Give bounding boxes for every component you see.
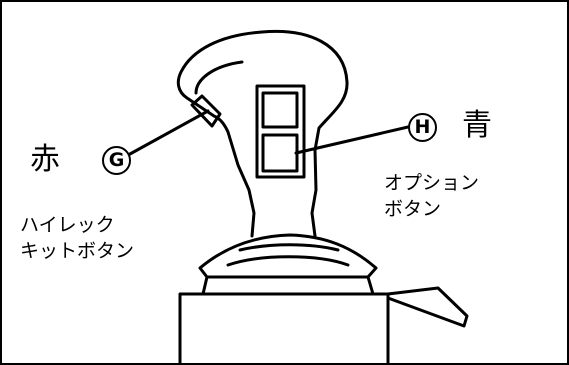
option-button-label: オプション ボタン xyxy=(384,171,479,222)
hi-lec-kit-label-line1: ハイレック xyxy=(20,214,115,236)
console-body xyxy=(178,292,390,365)
marker-g: G xyxy=(102,146,131,175)
hi-lec-kit-label-line2: キットボタン xyxy=(20,239,135,262)
option-label-line1: オプション xyxy=(384,172,480,194)
lever-boot-base xyxy=(201,275,375,296)
red-hi-lec-kit-button xyxy=(190,94,222,128)
option-label-line2: ボタン xyxy=(384,197,442,220)
marker-h: H xyxy=(408,113,437,142)
lever-boot-ridge xyxy=(226,255,350,267)
option-button-bottom-blue xyxy=(261,133,299,173)
hi-lec-kit-button-label: ハイレック キットボタン xyxy=(20,213,134,264)
option-button-housing xyxy=(255,84,306,179)
marker-h-text: H xyxy=(408,113,437,142)
lever-grip-inner-line xyxy=(194,60,244,95)
console-cover-flap xyxy=(386,286,469,328)
option-button-top xyxy=(261,91,299,129)
red-color-label: 赤 xyxy=(30,142,60,177)
marker-g-text: G xyxy=(102,146,131,175)
lever-boot-collar xyxy=(198,233,378,279)
blue-color-label: 青 xyxy=(462,108,492,143)
leader-line-h xyxy=(294,125,410,155)
leader-line-g xyxy=(128,109,210,156)
lever-boot-ridge xyxy=(238,243,340,252)
